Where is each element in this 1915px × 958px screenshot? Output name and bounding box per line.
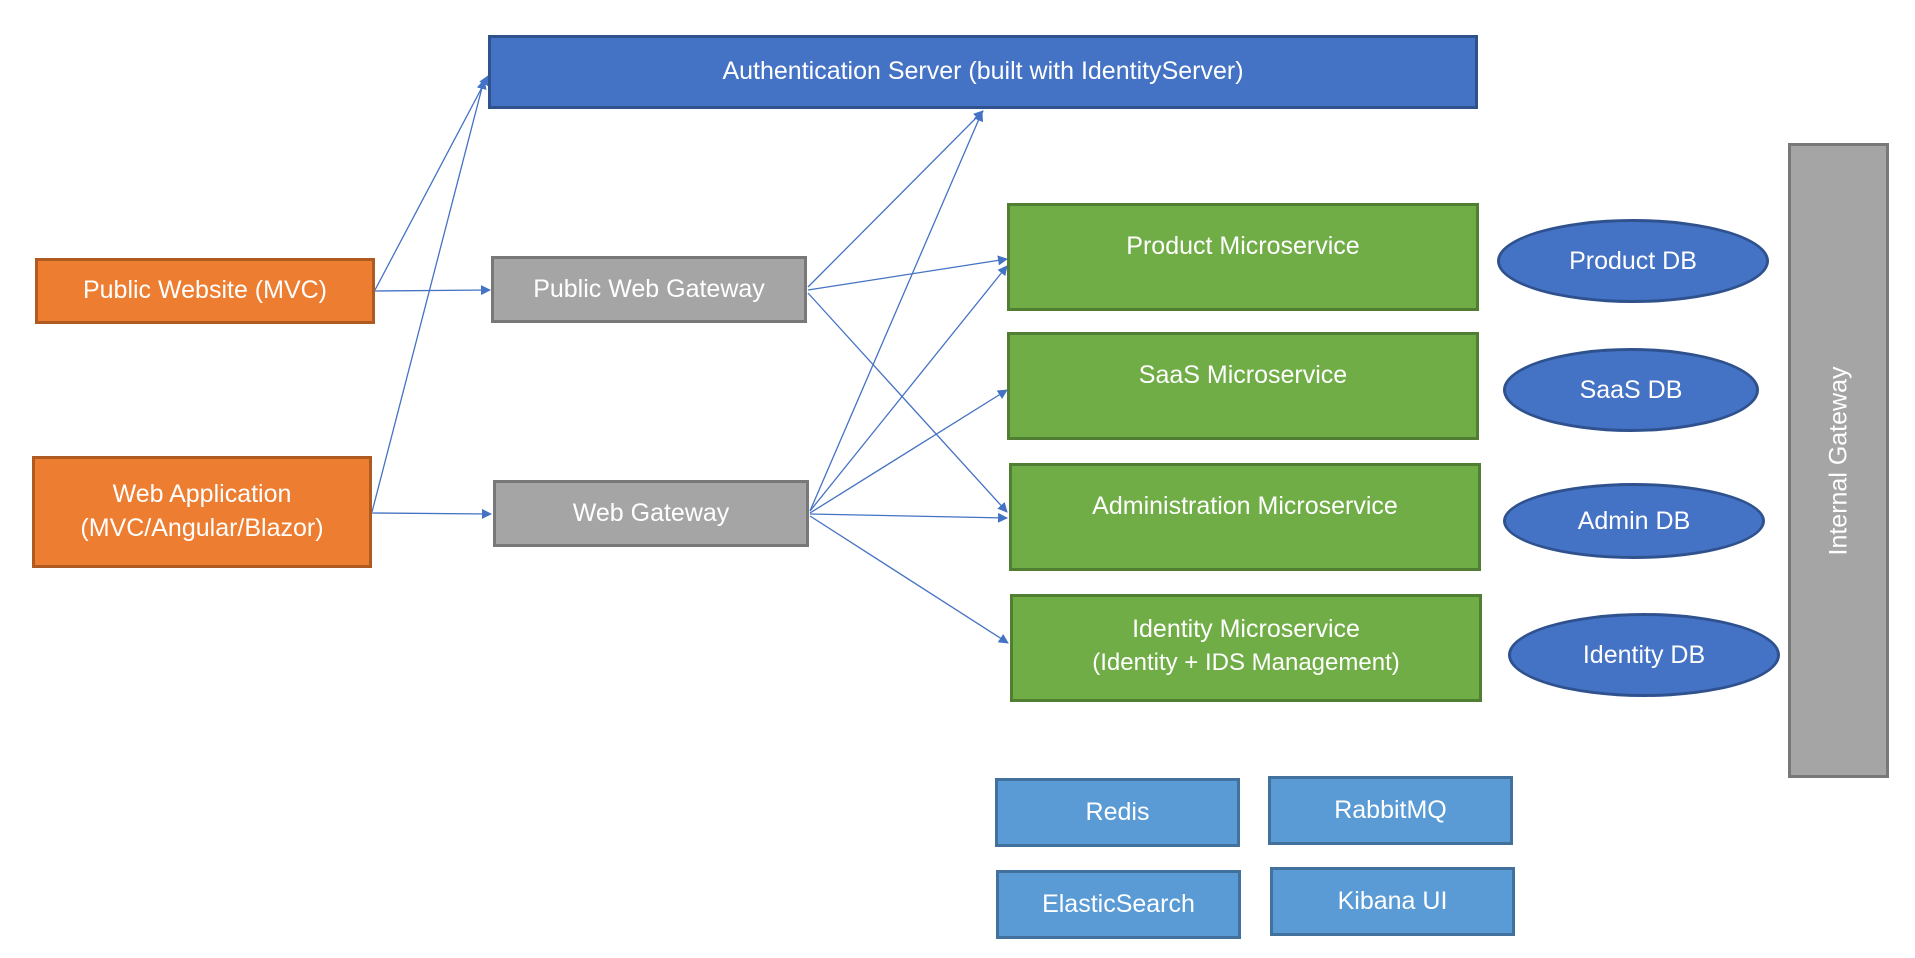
edge-web-gateway-to-identity	[809, 515, 1009, 644]
web-application-label-line2: (MVC/Angular/Blazor)	[80, 514, 324, 542]
auth-server-label: Authentication Server (built with Identi…	[722, 57, 1244, 86]
auth-server-box: Authentication Server (built with Identi…	[488, 35, 1478, 109]
web-application-label-line1: Web Application	[112, 480, 292, 509]
identity-db: Identity DB	[1508, 613, 1780, 697]
public-web-gateway-box: Public Web Gateway	[491, 256, 807, 323]
rabbitmq-label: RabbitMQ	[1334, 795, 1447, 824]
saas-db: SaaS DB	[1503, 348, 1759, 432]
identity-microservice-label-line1: Identity Microservice	[1132, 615, 1360, 643]
edge-web-gateway-to-product	[809, 265, 1008, 512]
public-web-gateway-label: Public Web Gateway	[533, 274, 765, 303]
saas-microservice-label: SaaS Microservice	[1138, 361, 1348, 389]
saas-db-label: SaaS DB	[1579, 375, 1683, 404]
elasticsearch-box: ElasticSearch	[996, 870, 1241, 939]
saas-microservice-box: SaaS Microservice	[1007, 332, 1479, 440]
kibana-box: Kibana UI	[1270, 867, 1515, 936]
product-db: Product DB	[1497, 219, 1769, 303]
edge-web-app-to-auth	[371, 79, 487, 513]
edge-public-website-to-public-gateway	[374, 285, 491, 296]
public-website-label: Public Website (MVC)	[82, 276, 328, 305]
edge-public-gateway-to-admin	[807, 292, 1008, 513]
redis-label: Redis	[1085, 797, 1150, 826]
product-db-label: Product DB	[1569, 246, 1697, 275]
edge-public-gateway-to-product	[807, 255, 1008, 291]
internal-gateway-box: Internal Gateway	[1788, 143, 1889, 778]
web-gateway-box: Web Gateway	[493, 480, 809, 547]
edge-web-gateway-to-auth	[809, 111, 984, 512]
rabbitmq-box: RabbitMQ	[1268, 776, 1513, 845]
edge-web-gateway-to-admin	[809, 512, 1008, 523]
product-microservice-label: Product Microservice	[1126, 232, 1360, 260]
administration-microservice-label: Administration Microservice	[1092, 492, 1398, 520]
edge-web-app-to-web-gateway	[371, 508, 492, 519]
admin-db: Admin DB	[1503, 483, 1765, 559]
internal-gateway-label: Internal Gateway	[1824, 366, 1852, 555]
identity-microservice-box: Identity Microservice (Identity + IDS Ma…	[1010, 594, 1482, 702]
web-gateway-label: Web Gateway	[572, 498, 730, 527]
edge-web-gateway-to-saas	[809, 389, 1008, 514]
public-website-box: Public Website (MVC)	[35, 258, 375, 324]
kibana-label: Kibana UI	[1337, 886, 1448, 915]
identity-microservice-label-line2: (Identity + IDS Management)	[1092, 648, 1400, 676]
identity-db-label: Identity DB	[1582, 640, 1706, 669]
product-microservice-box: Product Microservice	[1007, 203, 1479, 311]
redis-box: Redis	[995, 778, 1240, 847]
elasticsearch-label: ElasticSearch	[1042, 889, 1195, 918]
edge-public-gateway-to-auth	[807, 110, 984, 288]
web-application-box: Web Application (MVC/Angular/Blazor)	[32, 456, 372, 568]
edge-public-website-to-auth	[374, 75, 489, 291]
admin-db-label: Admin DB	[1577, 506, 1691, 535]
administration-microservice-box: Administration Microservice	[1009, 463, 1481, 571]
